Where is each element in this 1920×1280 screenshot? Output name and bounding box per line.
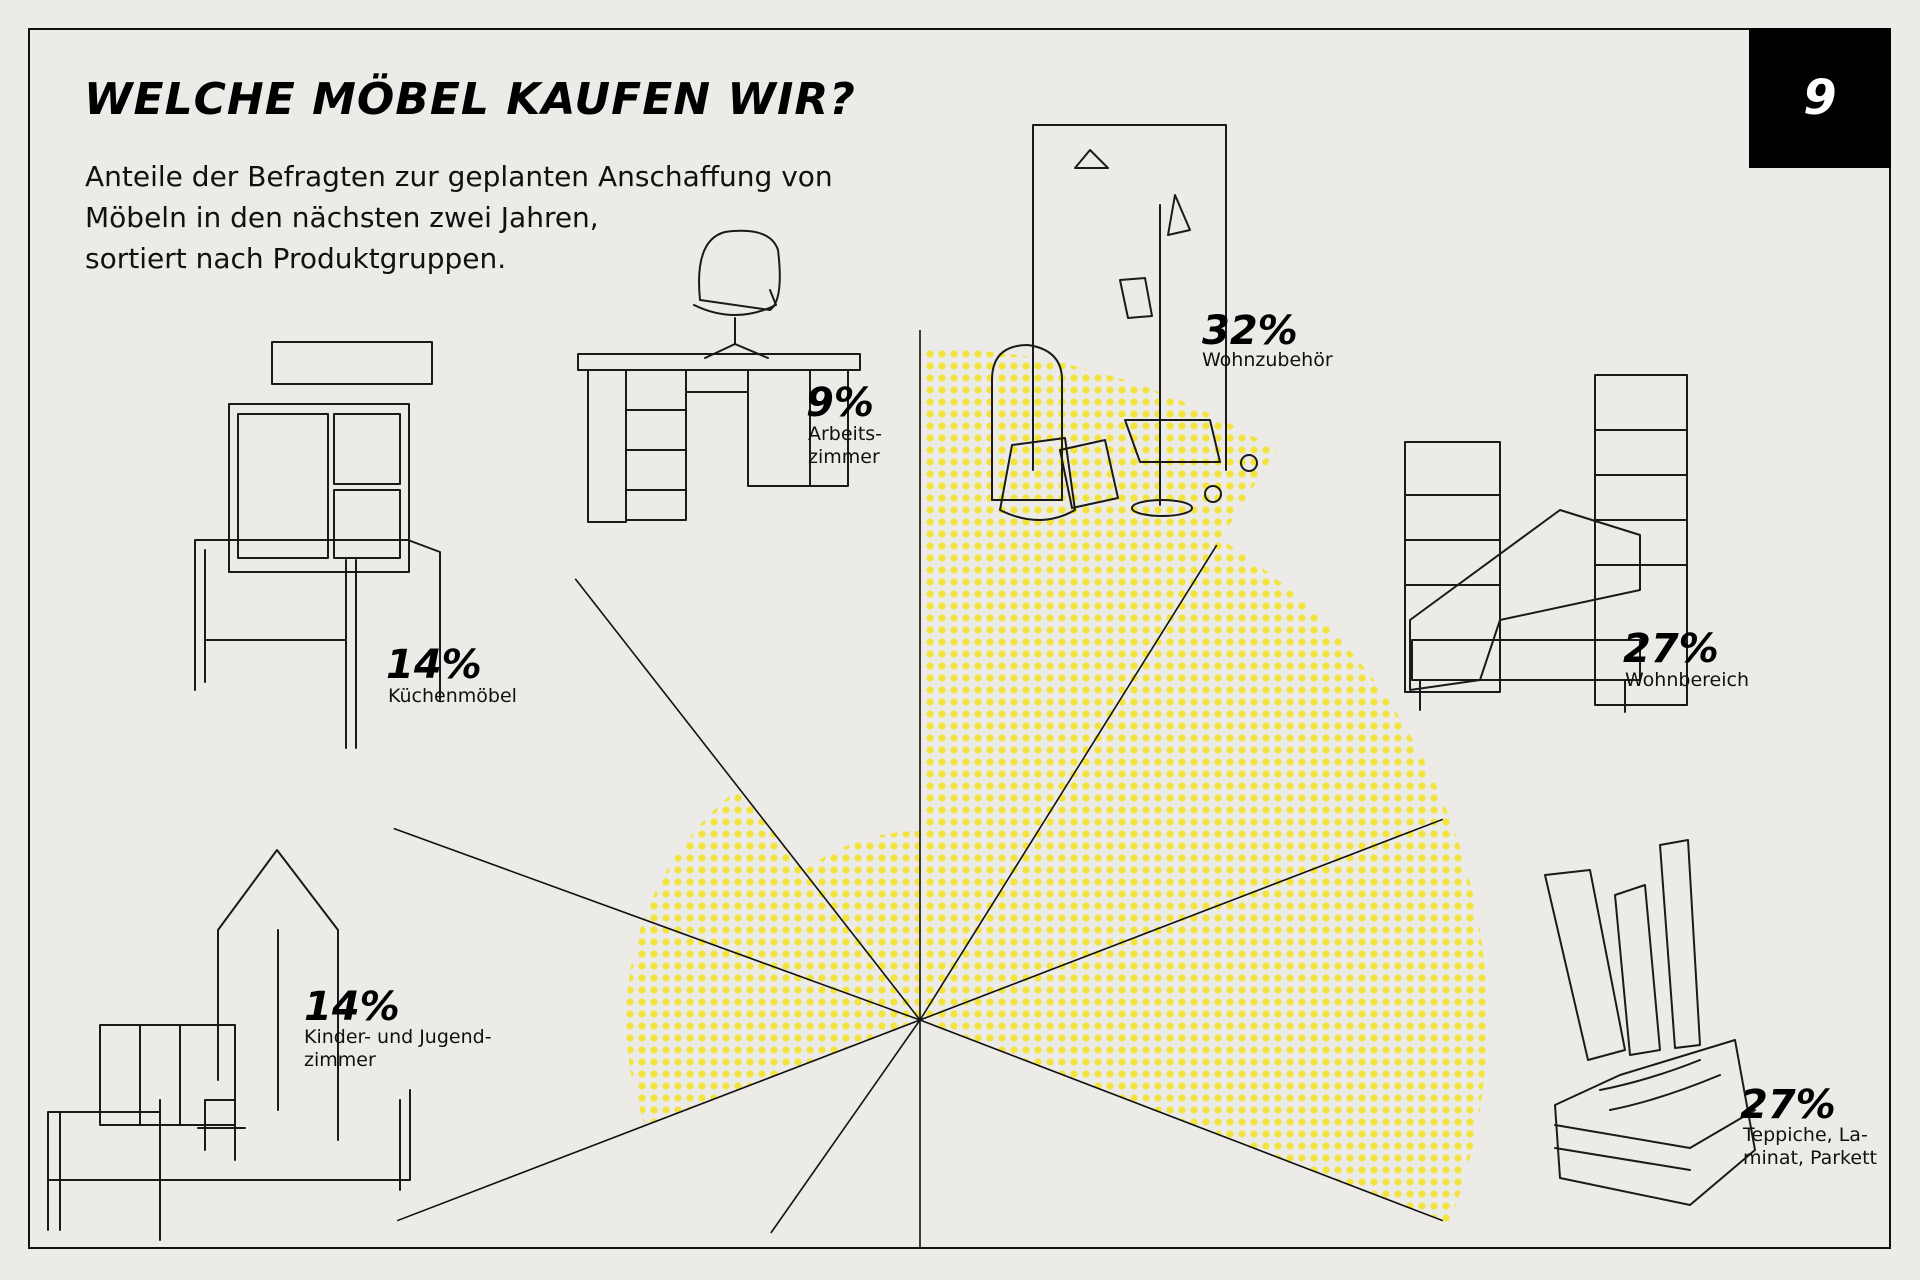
sector-kinder <box>625 919 920 1126</box>
label-teppiche-line-1: Teppiche, La- <box>1742 1124 1868 1146</box>
page-title: WELCHE MÖBEL KAUFEN WIR? <box>84 74 856 125</box>
value-teppiche: 27% <box>1740 1082 1836 1128</box>
label-kueche: Küchenmöbel <box>388 685 517 707</box>
subtitle-line-1: Anteile der Befragten zur geplanten Ansc… <box>85 160 833 193</box>
coat-rack-lamp-icon <box>991 124 1258 521</box>
kids-room-icon <box>47 849 411 1241</box>
divider-line <box>919 1019 1444 1222</box>
label-arbeitszimmer-line-2: zimmer <box>808 446 880 468</box>
sector-teppiche <box>920 816 1487 1224</box>
sector-wohnzubehoer <box>920 348 1277 1020</box>
divider-line <box>770 1019 921 1234</box>
page-number-badge: 9 <box>1749 28 1891 168</box>
label-teppiche-line-2: minat, Parkett <box>1743 1147 1877 1169</box>
divider-line <box>396 1019 921 1222</box>
desk-chair-icon <box>577 229 861 523</box>
divider-line <box>919 818 1444 1021</box>
sector-kueche <box>643 788 920 1020</box>
label-wohnbereich: Wohnbereich <box>1625 669 1749 691</box>
divider-line <box>919 544 1218 1021</box>
subtitle: Anteile der Befragten zur geplanten Ansc… <box>85 156 985 279</box>
sector-arbeitszimmer <box>803 831 920 1020</box>
label-arbeitszimmer-line-1: Arbeits- <box>808 423 882 445</box>
category-labels: 32% Wohnzubehör 27% Wohnbereich 27% Tepp… <box>304 308 1877 1169</box>
sector-layer <box>625 348 1487 1224</box>
divider-line <box>393 827 921 1021</box>
sofa-shelf-icon <box>1404 374 1688 713</box>
divider-line <box>574 578 921 1021</box>
rugs-flooring-icon <box>1544 839 1756 1206</box>
value-kinder: 14% <box>304 984 400 1030</box>
infographic-frame <box>28 28 1891 1249</box>
value-wohnbereich: 27% <box>1623 626 1719 672</box>
subtitle-line-2: Möbeln in den nächsten zwei Jahren, <box>85 201 599 234</box>
value-wohnzubehoer: 32% <box>1202 308 1298 354</box>
label-kinder-line-1: Kinder- und Jugend- <box>304 1026 492 1048</box>
value-kueche: 14% <box>386 642 482 688</box>
value-arbeitszimmer: 9% <box>806 380 874 426</box>
label-wohnzubehoer: Wohnzubehör <box>1202 349 1333 371</box>
kitchen-unit-icon <box>194 341 441 749</box>
divider-lines <box>393 330 1444 1247</box>
sector-wohnbereich <box>920 539 1450 1020</box>
subtitle-line-3: sortiert nach Produktgruppen. <box>85 242 507 275</box>
label-kinder-line-2: zimmer <box>304 1049 376 1071</box>
